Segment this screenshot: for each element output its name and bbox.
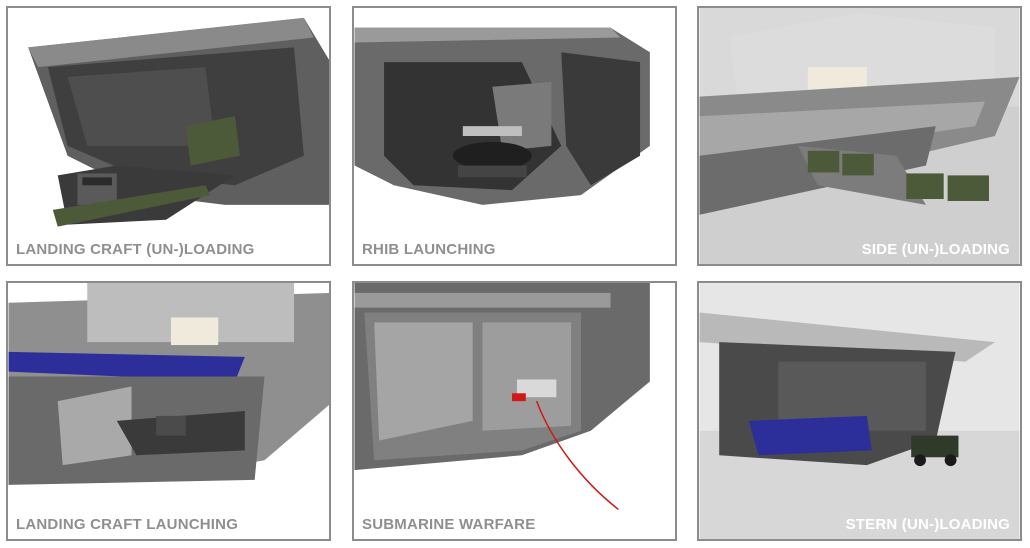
panel-landing-craft-unloading: LANDING CRAFT (UN-)LOADING (6, 6, 331, 266)
panel-caption: LANDING CRAFT LAUNCHING (16, 516, 239, 533)
rhib-launching-render (354, 8, 675, 264)
side-unloading-render (699, 8, 1020, 264)
submarine-warfare-render (354, 283, 675, 539)
panel-submarine-warfare: SUBMARINE WARFARE (352, 281, 677, 541)
panel-caption: RHIB LAUNCHING (362, 241, 496, 258)
panel-stern-unloading: STERN (UN-)LOADING (697, 281, 1022, 541)
panel-caption: SIDE (UN-)LOADING (861, 241, 1010, 258)
panel-caption: SUBMARINE WARFARE (362, 516, 536, 533)
panel-rhib-launching: RHIB LAUNCHING (352, 6, 677, 266)
landing-craft-unloading-render (8, 8, 329, 264)
panel-caption: LANDING CRAFT (UN-)LOADING (16, 241, 255, 258)
panel-caption: STERN (UN-)LOADING (845, 516, 1010, 533)
landing-craft-launching-render (8, 283, 329, 539)
panel-side-unloading: SIDE (UN-)LOADING (697, 6, 1022, 266)
stern-unloading-render (699, 283, 1020, 539)
panel-landing-craft-launching: LANDING CRAFT LAUNCHING (6, 281, 331, 541)
